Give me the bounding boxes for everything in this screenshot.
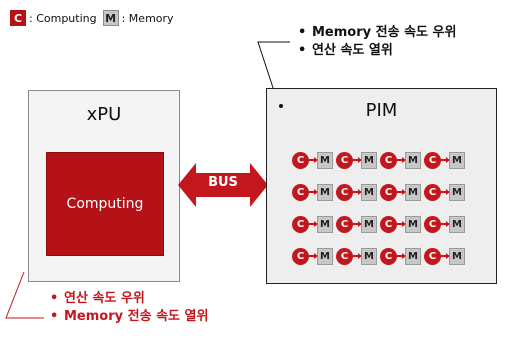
pim-unit-arrow-icon [309,221,318,227]
pim-unit-computing: C [424,151,441,169]
pim-unit-arrow-icon [353,253,362,259]
pim-annotation-line: • Memory 전송 속도 우위 [298,24,456,42]
pim-anchor-dot [279,104,283,108]
pim-unit-computing: C [292,215,309,233]
pim-unit-memory: M [449,247,465,265]
bus-label: BUS [208,175,238,190]
pim-unit-computing: C [424,183,441,201]
bullet: • [50,291,59,306]
bus-arrow-shape [178,163,268,207]
pim-unit-arrow-icon [309,253,318,259]
pim-unit-computing: C [336,151,353,169]
pim-unit-memory: M [361,215,377,233]
xpu-title: xPU [86,104,122,125]
xpu-annotation-line: • Memory 전송 속도 열위 [50,308,208,326]
computing-block-label: Computing [66,196,144,212]
pim-unit-memory: M [361,151,377,169]
pim-annotation: • Memory 전송 속도 우위 • 연산 속도 열위 [298,24,456,60]
pim-unit-arrow-icon [309,189,318,195]
pim-unit-arrow-icon [441,157,450,163]
pim-title: PIM [365,100,398,121]
pim-unit-arrow-icon [353,157,362,163]
bus-arrow [178,163,268,207]
xpu-annotation: • 연산 속도 우위 • Memory 전송 속도 열위 [50,290,208,326]
pim-unit-computing: C [380,247,397,265]
pim-unit-computing: C [380,215,397,233]
pim-unit-arrow-icon [353,221,362,227]
pim-unit-arrow-icon [441,189,450,195]
pim-unit-memory: M [405,183,421,201]
xpu-annotation-text: 연산 속도 우위 [64,291,145,306]
pim-unit-computing: C [292,247,309,265]
pim-unit-memory: M [449,183,465,201]
pim-unit-computing: C [424,247,441,265]
pim-annotation-text: Memory 전송 속도 우위 [312,25,457,40]
pim-unit-computing: C [292,151,309,169]
bullet: • [298,43,307,58]
pim-annotation-text: 연산 속도 열위 [312,43,393,58]
pim-unit-computing: C [336,247,353,265]
pim-unit-memory: M [317,247,333,265]
pim-unit-arrow-icon [397,221,406,227]
pim-unit-arrow-icon [309,157,318,163]
pim-unit-arrow-icon [353,189,362,195]
computing-block: Computing [46,152,164,256]
pim-unit-computing: C [380,183,397,201]
bullet: • [50,309,59,324]
pim-unit-arrow-icon [441,253,450,259]
pim-unit-memory: M [317,183,333,201]
pim-unit-memory: M [361,247,377,265]
pim-unit-computing: C [424,215,441,233]
pim-unit-arrow-icon [441,221,450,227]
pim-unit-computing: C [336,183,353,201]
bullet: • [298,25,307,40]
legend: C : Computing M : Memory [10,10,174,26]
pim-unit-memory: M [405,247,421,265]
legend-computing-key: C [10,10,26,26]
pim-unit-arrow-icon [397,189,406,195]
pim-unit-memory: M [317,215,333,233]
pim-unit-memory: M [317,151,333,169]
pim-unit-memory: M [361,183,377,201]
pim-unit-memory: M [449,215,465,233]
pim-unit-memory: M [405,215,421,233]
legend-memory-label: : Memory [121,11,174,25]
pim-unit-memory: M [449,151,465,169]
pim-unit-computing: C [292,183,309,201]
pim-unit-computing: C [336,215,353,233]
xpu-annotation-text: Memory 전송 속도 열위 [64,309,209,324]
pim-unit-arrow-icon [397,253,406,259]
pim-unit-memory: M [405,151,421,169]
legend-computing-label: : Computing [29,11,97,25]
pim-unit-computing: C [380,151,397,169]
pim-unit-arrow-icon [397,157,406,163]
legend-memory-key: M [102,10,119,26]
xpu-annotation-line: • 연산 속도 우위 [50,290,208,308]
pim-annotation-line: • 연산 속도 열위 [298,42,456,60]
